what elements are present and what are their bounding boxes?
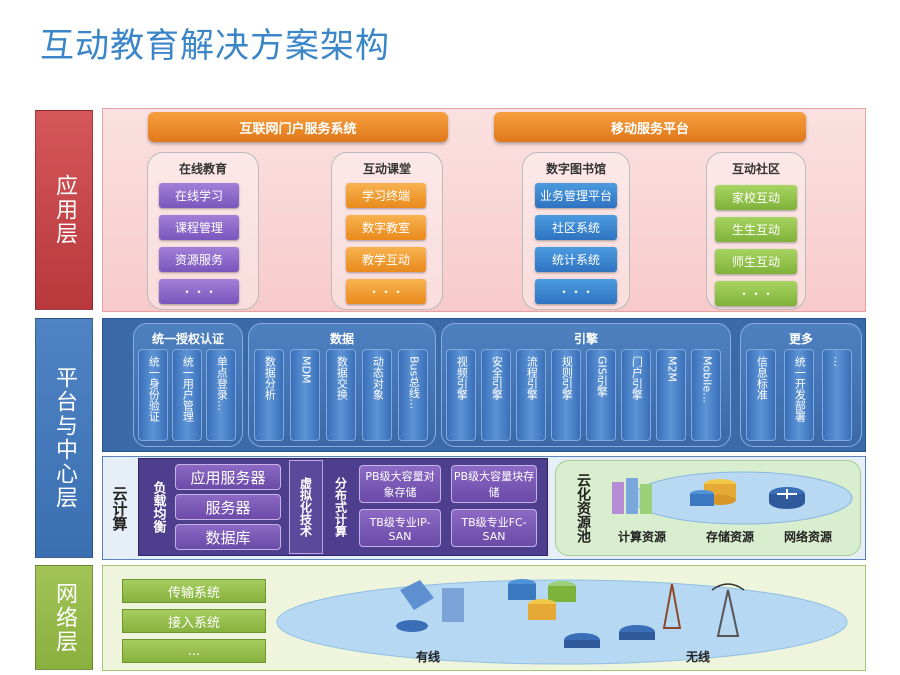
platform-column[interactable]: 视频引擎	[446, 349, 476, 441]
app-item[interactable]: 统计系统	[535, 247, 617, 272]
wired-label: 有线	[416, 650, 441, 664]
platform-column[interactable]: 流程引擎	[516, 349, 546, 441]
app-item[interactable]: ・・・	[159, 279, 239, 304]
lb-item[interactable]: 服务器	[175, 494, 281, 520]
platform-column[interactable]: 数据交换	[326, 349, 356, 441]
storage-item[interactable]: TB级专业IP-SAN	[359, 509, 441, 547]
storage-item[interactable]: PB级大容量块存储	[451, 465, 537, 503]
app-item[interactable]: 数字教室	[346, 215, 426, 240]
platform-column[interactable]: 规则引擎	[551, 349, 581, 441]
portal-service-bar[interactable]: 互联网门户服务系统	[148, 112, 448, 142]
resource-label: 存储资源	[706, 530, 755, 544]
resource-label: 网络资源	[784, 530, 833, 544]
platform-column[interactable]: 统一身份验证	[138, 349, 168, 441]
application-layer-panel	[102, 108, 866, 312]
app-item[interactable]: 在线学习	[159, 183, 239, 208]
platform-column[interactable]: 动态对象	[362, 349, 392, 441]
network-item[interactable]: 传输系统	[122, 579, 266, 603]
router-icon	[769, 487, 805, 509]
app-item[interactable]: 生生互动	[715, 217, 797, 242]
network-illustration	[276, 579, 848, 665]
app-item[interactable]: 学习终端	[346, 183, 426, 208]
app-item[interactable]: ・・・	[346, 279, 426, 304]
virtualization-label: 虚拟化技术	[298, 477, 313, 537]
platform-column[interactable]: 数据分析	[254, 349, 284, 441]
lb-item[interactable]: 数据库	[175, 524, 281, 550]
platform-column[interactable]: 单点登录…	[206, 349, 236, 441]
network-item[interactable]: ...	[122, 639, 266, 663]
storage-item[interactable]: PB级大容量对象存储	[359, 465, 441, 503]
load-balance-label: 负载均衡	[150, 481, 166, 533]
resource-pool-label: 云化资源池	[575, 473, 591, 543]
platform-column[interactable]: …	[822, 349, 852, 441]
platform-column[interactable]: 信息标准	[746, 349, 776, 441]
router-icon	[564, 625, 655, 648]
wired-device-icon	[396, 580, 464, 632]
app-item[interactable]: 社区系统	[535, 215, 617, 240]
page-title: 互动教育解决方案架构	[40, 26, 390, 66]
server-icon	[612, 478, 652, 514]
platform-column[interactable]: 门户引擎	[621, 349, 651, 441]
group-title: 数据	[329, 332, 354, 346]
storage-cylinders-icon	[508, 579, 576, 620]
mobile-platform-bar[interactable]: 移动服务平台	[494, 112, 806, 142]
network-item[interactable]: 接入系统	[122, 609, 266, 633]
app-item[interactable]: 教学互动	[346, 247, 426, 272]
storage-icon	[690, 479, 736, 506]
app-item[interactable]: 课程管理	[159, 215, 239, 240]
app-item[interactable]: 资源服务	[159, 247, 239, 272]
app-item[interactable]: ・・・	[535, 279, 617, 304]
platform-column[interactable]: 统一用户管理	[172, 349, 202, 441]
group-title: 数字图书馆	[545, 162, 606, 176]
cloud-computing-label: 云计算	[110, 485, 129, 531]
lb-item[interactable]: 应用服务器	[175, 464, 281, 490]
platform-column[interactable]: 统一开发部署	[784, 349, 814, 441]
platform-column[interactable]: 安全引擎	[481, 349, 511, 441]
group-title: 互动课堂	[362, 162, 411, 176]
app-item[interactable]: 业务管理平台	[535, 183, 617, 208]
layer-label-app: 应用层	[35, 110, 93, 310]
platform-column[interactable]: Mobile…	[691, 349, 721, 441]
wireless-label: 无线	[686, 650, 711, 664]
app-item[interactable]: 家校互动	[715, 185, 797, 210]
app-item[interactable]: 师生互动	[715, 249, 797, 274]
group-title: 互动社区	[731, 162, 780, 176]
resource-label: 计算资源	[618, 530, 667, 544]
group-title: 在线教育	[178, 162, 227, 176]
group-title: 统一授权认证	[151, 332, 224, 346]
group-title: 引擎	[573, 332, 598, 346]
layer-label-network: 网络层	[35, 565, 93, 670]
storage-item[interactable]: TB级专业FC-SAN	[451, 509, 537, 547]
layer-label-platform: 平台与中心层	[35, 318, 93, 558]
group-title: 更多	[788, 332, 813, 346]
platform-column[interactable]: M2M	[656, 349, 686, 441]
platform-column[interactable]: MDM	[290, 349, 320, 441]
platform-column[interactable]: GIS引擎	[586, 349, 616, 441]
antenna-tower-icon	[662, 583, 745, 637]
resource-pool-illustration	[612, 471, 853, 525]
platform-column[interactable]: Bus总线…	[398, 349, 428, 441]
app-item[interactable]: ・・・	[715, 281, 797, 306]
distributed-computing-label: 分布式计算	[333, 477, 348, 537]
